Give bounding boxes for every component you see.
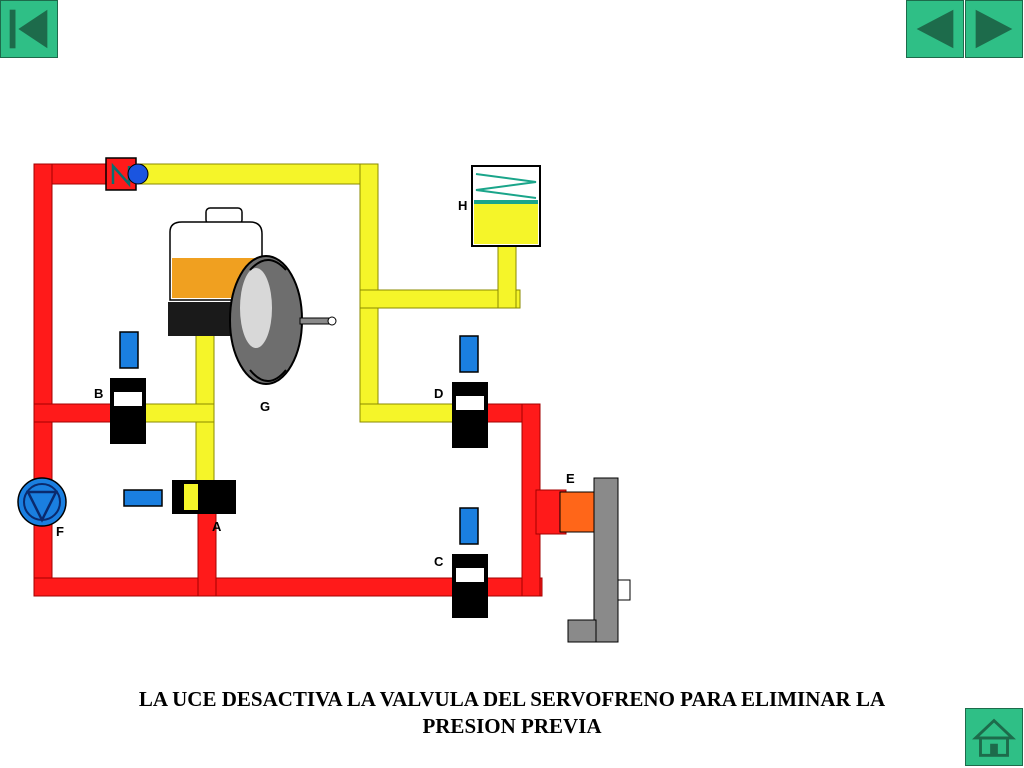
first-slide-button[interactable] (0, 0, 58, 58)
brake-booster-g (168, 207, 337, 385)
home-button[interactable] (965, 708, 1023, 766)
label-b: B (94, 386, 103, 401)
valve-b (110, 331, 146, 444)
next-slide-button[interactable] (965, 0, 1023, 58)
valve-c (452, 507, 488, 618)
pump-f (17, 477, 67, 527)
caption-line-1: LA UCE DESACTIVA LA VALVULA DEL SERVOFRE… (138, 687, 886, 711)
label-d: D (434, 386, 443, 401)
brake-caliper-e (559, 477, 631, 643)
label-a: A (212, 519, 222, 534)
yellow-circuit (139, 163, 521, 513)
previous-slide-button[interactable] (906, 0, 964, 58)
next-slide-icon (975, 9, 1013, 49)
valve-d (452, 335, 488, 448)
label-c: C (434, 554, 444, 569)
caption-line-2: PRESION PREVIA (422, 714, 602, 738)
label-h: H (458, 198, 467, 213)
relief-valve (105, 157, 149, 191)
previous-slide-icon (916, 9, 954, 49)
valve-a (123, 480, 236, 514)
label-e: E (566, 471, 575, 486)
label-f: F (56, 524, 64, 539)
slide-caption: LA UCE DESACTIVA LA VALVULA DEL SERVOFRE… (40, 686, 984, 740)
label-g: G (260, 399, 270, 414)
red-circuit (33, 163, 567, 597)
home-icon (972, 718, 1016, 757)
accumulator-h (471, 165, 541, 247)
first-slide-icon (9, 9, 48, 49)
brake-hydraulic-diagram: A B C D E F G H (17, 157, 631, 643)
